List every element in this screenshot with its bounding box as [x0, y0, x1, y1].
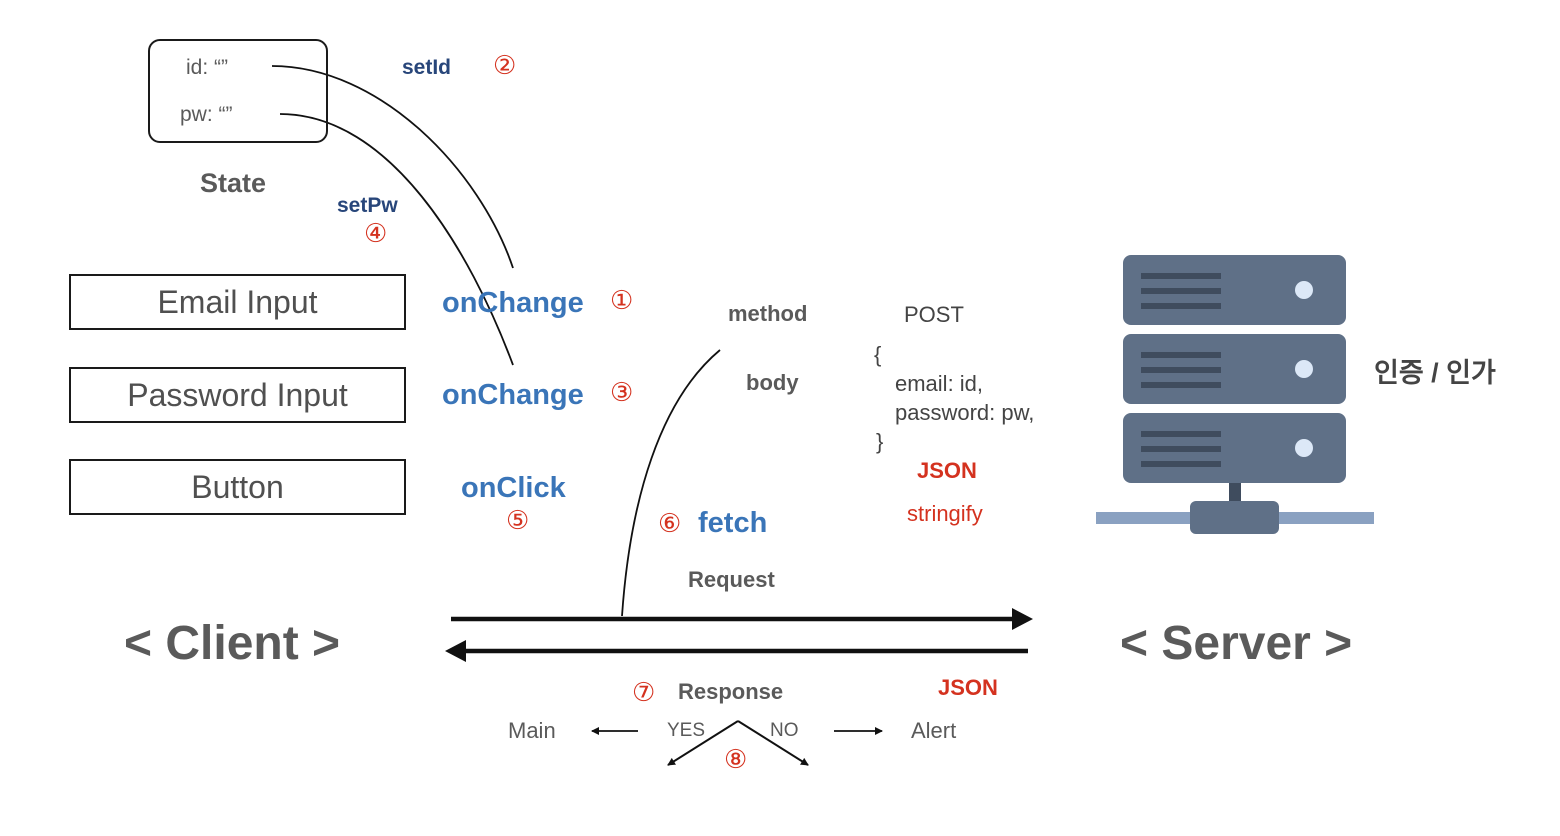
request-arrowhead: [1012, 608, 1033, 630]
step-1: ①: [610, 285, 634, 315]
body-key: body: [746, 370, 799, 395]
step-2: ②: [493, 50, 517, 80]
server-unit-1: [1123, 255, 1346, 325]
password-onchange-label: onChange: [442, 379, 584, 411]
set-pw-label: setPw: [337, 194, 398, 217]
server-unit-2: [1123, 334, 1346, 404]
no-label: NO: [770, 720, 799, 741]
alert-label: Alert: [911, 718, 957, 743]
set-pw-curve: [279, 113, 514, 366]
method-value: POST: [904, 302, 964, 327]
json-label: JSON: [917, 458, 977, 483]
step-5: ⑤: [506, 505, 530, 535]
server-unit-3: [1123, 413, 1346, 483]
email-input[interactable]: Email Input: [69, 274, 406, 330]
no-branch: [737, 720, 809, 766]
state-pw: pw: “”: [180, 103, 233, 126]
client-label: < Client >: [124, 617, 341, 670]
response-json-label: JSON: [938, 675, 998, 700]
fetch-label: fetch: [698, 507, 768, 539]
button-onclick-label: onClick: [461, 472, 566, 504]
yes-label: YES: [667, 720, 706, 741]
step-4: ④: [364, 218, 388, 248]
email-onchange-label: onChange: [442, 287, 584, 319]
step-3: ③: [610, 377, 634, 407]
response-label: Response: [678, 679, 784, 704]
fetch-curve: [621, 349, 721, 617]
stringify-label: stringify: [907, 501, 983, 526]
submit-button[interactable]: Button: [69, 459, 406, 515]
step-6: ⑥: [658, 508, 682, 538]
server-label: < Server >: [1120, 617, 1353, 670]
set-id-curve: [271, 65, 514, 269]
password-input[interactable]: Password Input: [69, 367, 406, 423]
method-key: method: [728, 301, 808, 326]
body-line-email: email: id,: [895, 371, 984, 396]
server-caption: 인증 / 인가: [1374, 358, 1496, 388]
response-arrowhead: [445, 640, 466, 662]
main-label: Main: [508, 718, 556, 743]
state-label: State: [200, 168, 267, 198]
step-7: ⑦: [632, 677, 656, 707]
body-close-brace: }: [876, 429, 884, 454]
state-box: [148, 39, 328, 143]
state-id: id: “”: [186, 56, 228, 79]
body-open-brace: {: [874, 342, 882, 367]
set-id-label: setId: [402, 56, 452, 79]
request-label: Request: [688, 567, 775, 592]
body-line-password: password: pw,: [895, 400, 1035, 425]
step-8: ⑧: [724, 744, 748, 774]
yes-branch: [667, 720, 739, 766]
